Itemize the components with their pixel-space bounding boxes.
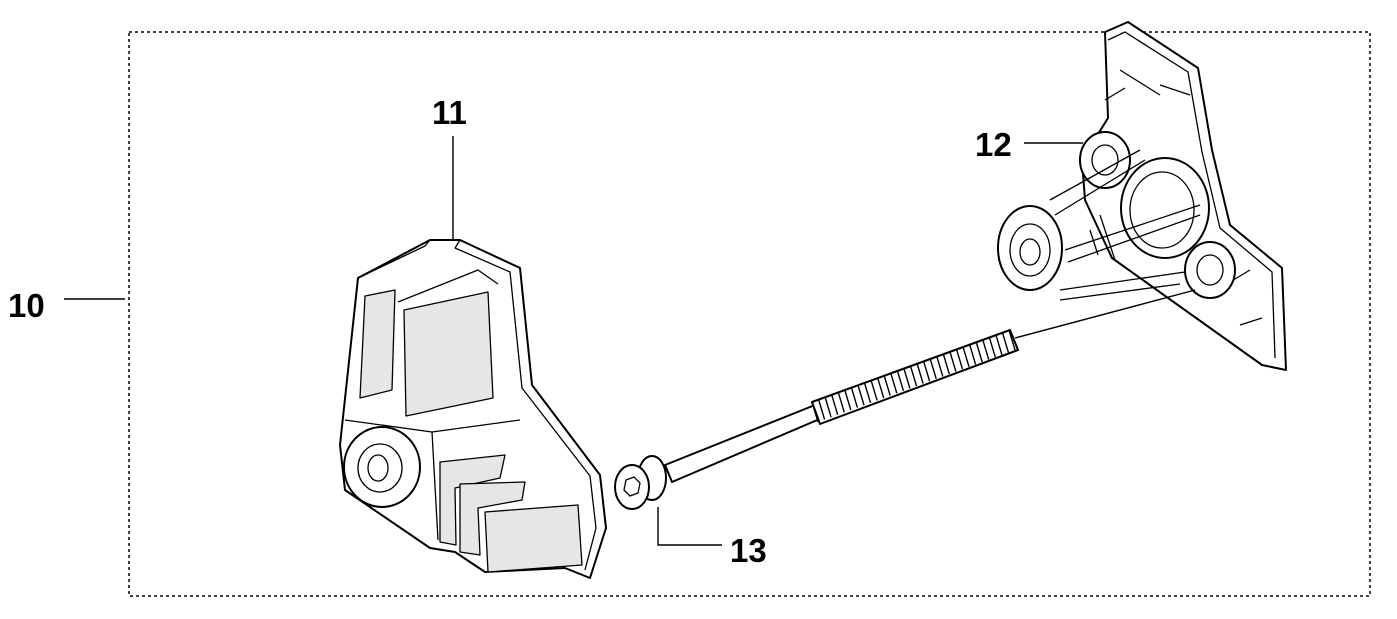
mount-front-boss-hole (1019, 238, 1041, 266)
mount-hole-top (1079, 131, 1131, 189)
callout-13-label: 13 (730, 532, 767, 569)
mount-hole-bottom (1184, 241, 1236, 299)
part-12-mount-plate (997, 21, 1287, 371)
bracket-edge-line (357, 239, 431, 279)
assembly-boundary (128, 31, 1371, 597)
mount-strut (1064, 204, 1201, 263)
mount-front-boss (997, 205, 1063, 291)
bracket-window-lower (484, 504, 583, 573)
mount-front-boss-ring (1009, 223, 1051, 277)
mount-strut (1049, 149, 1146, 216)
bracket-rib (397, 269, 499, 303)
mount-center-socket (1120, 157, 1210, 259)
callout-10-label: 10 (8, 287, 45, 324)
callout-13: 13 (657, 507, 767, 569)
callout-12-label: 12 (975, 126, 1012, 163)
callout-12: 12 (975, 126, 1083, 163)
bracket-window-upper (403, 291, 494, 417)
bracket-boss (343, 426, 421, 508)
callout-11-label: 11 (432, 94, 467, 131)
mount-strut (1089, 214, 1116, 261)
mount-hole-top-inner (1091, 144, 1119, 176)
bracket-window-upper-left (359, 289, 396, 399)
mount-plate-rib (1104, 69, 1191, 101)
mount-hole-bottom-inner (1196, 254, 1224, 286)
mount-strut (1059, 271, 1186, 301)
bracket-window-lower (439, 454, 506, 546)
screw-head (614, 464, 650, 510)
callout-11: 11 (432, 94, 467, 240)
bracket-edge-line (454, 239, 597, 571)
screw-shank (664, 404, 823, 483)
bracket-boss-ring (357, 443, 403, 493)
bracket-window-lower (459, 481, 526, 556)
mount-center-socket-inner (1129, 171, 1195, 249)
part-11-bracket (339, 239, 607, 579)
bracket-boss-hole (367, 454, 389, 482)
mount-plate-edge (1107, 31, 1276, 359)
part-13-screw (614, 289, 1196, 510)
screw-axis-line (1014, 289, 1196, 339)
hex-socket-icon (623, 476, 641, 497)
callout-13-leader (657, 507, 722, 546)
callout-10: 10 (8, 287, 125, 324)
bracket-rib (431, 431, 439, 541)
screw-thread (811, 329, 1016, 423)
